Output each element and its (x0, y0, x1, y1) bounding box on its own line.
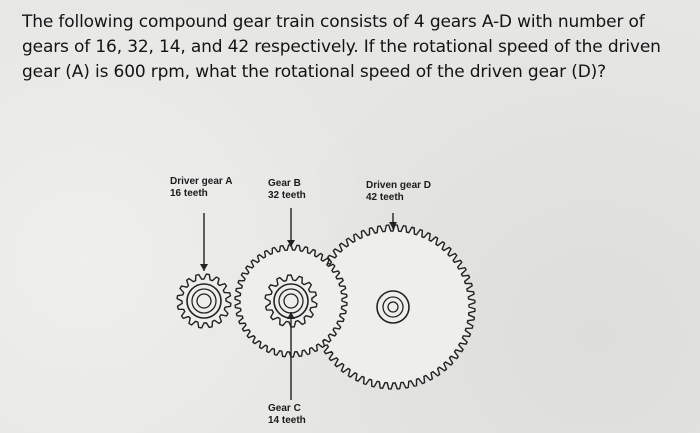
gears-layer (176, 224, 476, 390)
gear-d-hub-ring (376, 290, 410, 324)
gear-c-hub-ring (283, 293, 299, 309)
gear-a-name: Driver gear A (170, 176, 233, 187)
gear-c-arrow-head (287, 312, 295, 319)
gear-a-label: Driver gear A 16 teeth (170, 176, 232, 200)
gear-a-hub-ring (196, 293, 212, 309)
gear-a-teeth (176, 273, 232, 329)
gear-b-label: Gear B 32 teeth (268, 178, 306, 202)
gear-d-hub-ring (387, 301, 399, 313)
gear-c-label: Gear C 14 teeth (268, 403, 306, 427)
gear-b-teeth: 32 teeth (268, 190, 306, 201)
gear-d-name: Driven gear D (366, 180, 432, 191)
gear-d-label: Driven gear D 42 teeth (366, 180, 431, 204)
gear-d-hub-ring (382, 296, 404, 318)
gear-a-arrow-head (200, 264, 208, 271)
gear-a-teeth: 16 teeth (170, 188, 208, 199)
gear-d-arrow-head (389, 222, 397, 229)
gear-b-arrow-head (287, 240, 295, 247)
gear-a-hub-ring (191, 288, 217, 314)
arrows-layer (200, 208, 397, 400)
gear-b-arrow (287, 208, 295, 247)
gear-b-name: Gear B (268, 178, 301, 189)
gear-c-arrow (287, 312, 295, 400)
gear-d (310, 224, 476, 390)
question-text: The following compound gear train consis… (22, 12, 661, 82)
gear-a (176, 273, 232, 329)
gear-a-hub-ring (186, 283, 222, 319)
gear-c-teeth: 14 teeth (268, 415, 306, 426)
gear-d-teeth: 42 teeth (366, 192, 404, 203)
gear-d-arrow (389, 213, 397, 229)
gear-a-arrow (200, 213, 208, 271)
gear-c-name: Gear C (268, 403, 301, 414)
gear-c-teeth (264, 274, 318, 328)
